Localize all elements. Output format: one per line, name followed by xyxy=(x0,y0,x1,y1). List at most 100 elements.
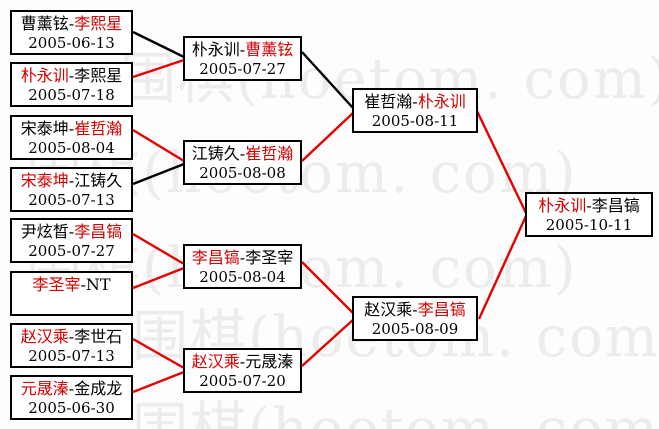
match-players: 朴永训-曹薰铉 xyxy=(185,39,300,60)
players-separator: - xyxy=(68,379,75,398)
connector-line xyxy=(301,112,354,162)
watermark-text: 围棋(hoetom. com) xyxy=(132,384,659,429)
match-box: 赵汉乘-李世石 2005-07-13 xyxy=(10,323,133,368)
connector-line xyxy=(301,318,355,367)
match-date: 2005-07-13 xyxy=(28,347,115,365)
match-date: 2005-08-04 xyxy=(199,268,286,286)
players-separator: - xyxy=(80,275,86,294)
match-box: 赵汉乘-元晟溱 2005-07-20 xyxy=(183,348,302,393)
connector-line xyxy=(301,51,354,109)
players-separator: - xyxy=(239,144,246,163)
connector-line xyxy=(132,162,185,186)
match-box: 宋泰坤-江铸久 2005-07-13 xyxy=(10,167,133,212)
player2-name: 崔哲瀚 xyxy=(74,119,123,138)
player2-name: 金成龙 xyxy=(74,379,123,398)
players-separator: - xyxy=(239,40,246,59)
players-separator: - xyxy=(586,196,592,215)
match-players: 赵汉乘-李昌镐 xyxy=(354,299,476,320)
players-separator: - xyxy=(68,119,75,138)
connector-line xyxy=(301,261,355,315)
connector-line xyxy=(132,30,185,59)
player2-name: 崔哲瀚 xyxy=(245,144,294,163)
players-separator: - xyxy=(412,92,418,111)
match-box: 李昌镐-李圣宰 2005-08-04 xyxy=(183,244,302,289)
connector-line xyxy=(132,58,185,79)
match-players: 李圣宰-NT xyxy=(12,274,131,295)
match-date: 2005-07-18 xyxy=(28,86,115,104)
match-box: 朴永训-曹薰铉 2005-07-27 xyxy=(183,36,302,81)
player2-name: 李圣宰 xyxy=(245,248,294,267)
match-date: 2005-06-13 xyxy=(28,34,115,52)
player2-name: 李熙星 xyxy=(74,66,123,85)
match-box: 尹炫晳-李昌镐 2005-07-27 xyxy=(10,218,133,263)
player1-name: 宋泰坤 xyxy=(20,171,69,190)
connector-line xyxy=(132,128,185,163)
match-box: 赵汉乘-李昌镐 2005-08-09 xyxy=(352,296,478,341)
match-players: 崔哲瀚-朴永训 xyxy=(354,91,476,112)
match-date: 2005-07-20 xyxy=(199,372,286,390)
player2-name: 李昌镐 xyxy=(74,222,123,241)
player1-name: 李昌镐 xyxy=(191,248,240,267)
player1-name: 元晟溱 xyxy=(20,379,69,398)
player1-name: 朴永训 xyxy=(191,40,240,59)
connector-line xyxy=(132,337,185,370)
player1-name: 崔哲瀚 xyxy=(364,92,413,111)
match-date: 2005-08-04 xyxy=(28,139,115,157)
player1-name: 曹薰铉 xyxy=(20,14,69,33)
connector-line xyxy=(475,110,528,214)
match-players: 赵汉乘-元晟溱 xyxy=(185,351,300,372)
match-players: 宋泰坤-崔哲瀚 xyxy=(12,118,131,139)
player2-name: 李世石 xyxy=(74,327,123,346)
match-date: 2005-08-11 xyxy=(371,112,459,130)
match-box: 朴永训-李熙星 2005-07-18 xyxy=(10,62,133,107)
match-players: 尹炫晳-李昌镐 xyxy=(12,221,131,242)
player1-name: 赵汉乘 xyxy=(20,327,69,346)
connector-line xyxy=(132,232,185,266)
match-box: 曹薰铉-李熙星 2005-06-13 xyxy=(10,10,133,55)
player1-name: 赵汉乘 xyxy=(364,300,413,319)
player2-name: 曹薰铉 xyxy=(245,40,294,59)
players-separator: - xyxy=(239,248,246,267)
players-separator: - xyxy=(68,171,75,190)
player1-name: 朴永训 xyxy=(20,66,69,85)
match-players: 赵汉乘-李世石 xyxy=(12,326,131,347)
players-separator: - xyxy=(68,222,75,241)
match-players: 宋泰坤-江铸久 xyxy=(12,170,131,191)
match-players: 江铸久-崔哲瀚 xyxy=(185,143,300,164)
match-date: 2005-07-27 xyxy=(28,242,115,260)
player1-name: 宋泰坤 xyxy=(20,119,69,138)
players-separator: - xyxy=(412,300,418,319)
match-box: 李圣宰-NT xyxy=(10,271,133,316)
match-box: 宋泰坤-崔哲瀚 2005-08-04 xyxy=(10,115,133,160)
connector-line xyxy=(132,370,185,394)
connector-line xyxy=(132,266,185,290)
player2-name: 江铸久 xyxy=(74,171,123,190)
player2-name: 朴永训 xyxy=(417,92,466,111)
player2-name: 李昌镐 xyxy=(417,300,466,319)
player2-name: NT xyxy=(85,275,111,294)
match-players: 朴永训-李昌镐 xyxy=(527,195,651,216)
match-date: 2005-06-30 xyxy=(28,399,115,417)
player1-name: 朴永训 xyxy=(538,196,587,215)
player1-name: 江铸久 xyxy=(191,144,240,163)
match-players: 曹薰铉-李熙星 xyxy=(12,13,131,34)
match-players: 元晟溱-金成龙 xyxy=(12,378,131,399)
connector-line xyxy=(477,215,528,320)
player1-name: 李圣宰 xyxy=(32,275,81,294)
match-box: 崔哲瀚-朴永训 2005-08-11 xyxy=(352,88,478,133)
match-date: 2005-08-09 xyxy=(371,320,459,338)
match-date: 2005-10-11 xyxy=(545,216,633,234)
players-separator: - xyxy=(68,327,75,346)
players-separator: - xyxy=(68,66,75,85)
match-players: 朴永训-李熙星 xyxy=(12,65,131,86)
player1-name: 赵汉乘 xyxy=(191,352,240,371)
match-players: 李昌镐-李圣宰 xyxy=(185,247,300,268)
match-date: 2005-07-13 xyxy=(28,191,115,209)
player1-name: 尹炫晳 xyxy=(20,222,69,241)
player2-name: 李昌镐 xyxy=(591,196,640,215)
player2-name: 李熙星 xyxy=(74,14,123,33)
player2-name: 元晟溱 xyxy=(245,352,294,371)
players-separator: - xyxy=(239,352,246,371)
